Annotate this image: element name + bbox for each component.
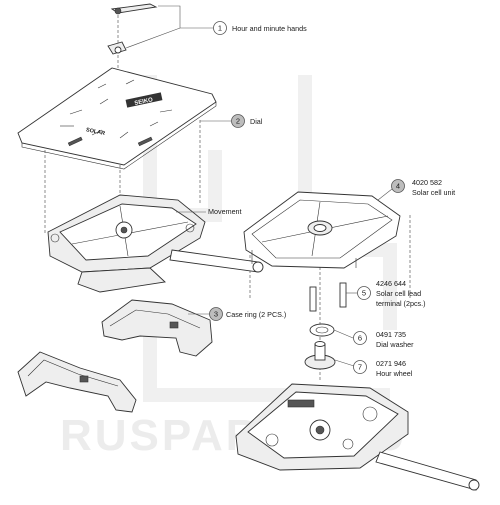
lead-terminals-part (309, 282, 347, 312)
callout-marker (231, 114, 245, 128)
callout-marker (353, 331, 367, 345)
callout-marker (391, 179, 405, 193)
callout-dial-washer: 6 0491 735 Dial washer (353, 330, 414, 349)
base-movement-part (235, 383, 480, 491)
callout-label: 0491 735 (376, 330, 406, 339)
callout-number: 7 (358, 363, 362, 372)
callout-label: 4020 582 (412, 178, 442, 187)
dial-washer-part (309, 323, 335, 337)
callout-hands: 1 Hour and minute hands (213, 21, 307, 35)
dial-part: SEIKO SOLAR (17, 67, 217, 170)
hands-part (107, 3, 158, 55)
callout-label: Hour wheel (376, 369, 413, 378)
callout-marker (209, 307, 223, 321)
case-ring-1 (101, 299, 213, 357)
movement-label: Movement (208, 207, 242, 216)
callout-label: Case ring (2 PCS.) (226, 310, 286, 319)
callout-dial: 2 Dial (231, 114, 263, 128)
callout-label: terminal (2pcs.) (376, 299, 426, 308)
callout-hour-wheel: 7 0271 946 Hour wheel (353, 359, 413, 378)
callout-lead-terminal: 5 4246 644 Solar cell lead terminal (2pc… (357, 279, 426, 308)
dial-indices (60, 79, 173, 139)
callout-label: Solar cell lead (376, 289, 421, 298)
callout-number: 6 (358, 334, 362, 343)
callout-marker (357, 286, 371, 300)
callout-marker (213, 21, 227, 35)
callout-number: 4 (396, 182, 400, 191)
callout-number: 3 (214, 310, 218, 319)
callout-number: 1 (218, 24, 222, 33)
dial-solar-text: SOLAR (85, 127, 105, 137)
callout-number: 5 (362, 289, 366, 298)
leader-lines (125, 5, 393, 367)
movement-part (47, 194, 264, 293)
dial-logo-text: SEIKO (134, 97, 154, 107)
solar-cell-part (243, 191, 401, 269)
callout-label: 0271 946 (376, 359, 406, 368)
hour-wheel-part (304, 341, 336, 370)
callout-label: 4246 644 (376, 279, 406, 288)
callout-label: Dial (250, 117, 263, 126)
callout-label: Solar cell unit (412, 188, 455, 197)
callout-marker (353, 360, 367, 374)
callout-number: 2 (236, 117, 240, 126)
callout-label: Hour and minute hands (232, 24, 307, 33)
case-ring-2 (17, 351, 137, 413)
callout-label: Dial washer (376, 340, 414, 349)
callout-solar-cell: 4 4020 582 Solar cell unit (391, 178, 455, 197)
callout-case-ring: 3 Case ring (2 PCS.) (209, 307, 286, 321)
